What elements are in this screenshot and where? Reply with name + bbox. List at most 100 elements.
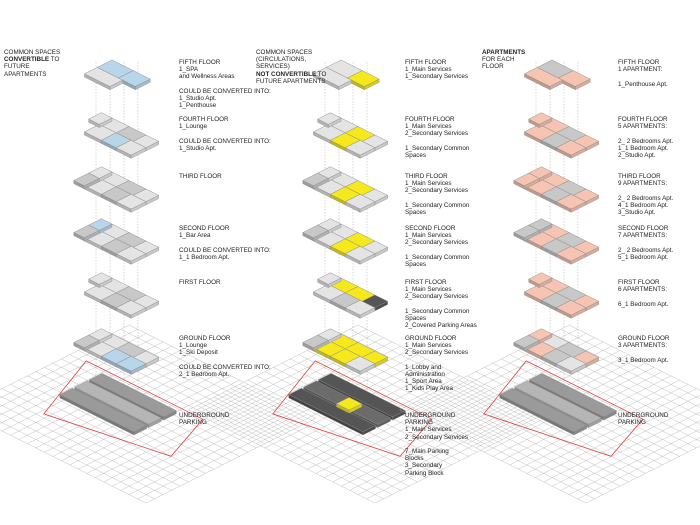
col2-site-outline — [272, 360, 433, 457]
col1-ground-line: 1_Ski Deposit — [179, 349, 218, 357]
col1-site-outline — [43, 360, 204, 457]
col3-grid-line — [441, 388, 629, 483]
col2-third-line: 1_Main Services — [405, 180, 452, 188]
col2-fourth-floor-block — [344, 140, 376, 156]
col3-fifth-line: FIFTH FLOOR — [618, 59, 660, 66]
col2-underground-line: PARKING — [405, 419, 433, 427]
col2-second-line: SECOND FLOOR — [405, 225, 456, 232]
col2-fourth-line: 2_Secondary Services — [405, 130, 469, 138]
col3-first-line: 6_1 Bedroom Apt. — [618, 300, 669, 308]
col2-first-line — [405, 301, 477, 308]
col2-header-not-convertible: NOT CONVERTIBLE — [256, 70, 317, 78]
col2-header-to: TO — [316, 70, 327, 78]
col3-grid-line — [450, 384, 638, 478]
col2-ground-line: 1_Main Services — [405, 342, 452, 350]
col2-underground-line: 1_Main Services — [405, 426, 452, 434]
col3-fifth-line — [618, 73, 668, 80]
col3-grid-line — [408, 405, 595, 499]
col3-third-line: THIRD FLOOR — [618, 173, 661, 180]
col3-grid-line — [577, 437, 700, 499]
col2-parking-block — [317, 373, 406, 418]
col1-grid-line — [78, 350, 265, 444]
col1-ground-line — [179, 357, 271, 364]
col3-fourth-line: FOURTH FLOOR — [618, 116, 668, 123]
col1-fourth-floor-block — [88, 112, 113, 125]
col2-ground-line — [405, 357, 468, 364]
col3-second-line: 7 APARTMENTS: — [618, 232, 668, 240]
col1-ground-line: 1_Lounge — [179, 342, 208, 350]
col2-fourth-line: 1_Main Services — [405, 123, 452, 131]
col2-second-floor-block — [302, 224, 329, 239]
col1-ground-floor-block — [115, 356, 147, 372]
col3-second-floor-block — [513, 224, 540, 239]
col3-fourth-line — [618, 130, 673, 137]
col2-grid-line — [213, 396, 401, 491]
col2-third-line: 1_Secondary Common — [405, 201, 470, 209]
col3-grid-line — [458, 379, 646, 474]
col1-header-line2: CONVERTIBLE TO — [4, 56, 60, 63]
col1-ground-floor-block — [73, 334, 100, 349]
col1-second-line: 1_1 Bedroom Apt. — [179, 253, 230, 261]
col1-grid-line — [0, 429, 147, 504]
col1-fourth-line — [179, 130, 271, 137]
col2-fifth-floor-block — [346, 70, 380, 87]
col3-fifth-floor-block — [523, 67, 564, 87]
col2-underground-line: 7_Main Parking — [405, 448, 449, 456]
col2-ground-floor-block — [302, 334, 329, 349]
col3-ground-floor-block — [555, 356, 587, 372]
col2-underground-line: Blocks — [405, 455, 424, 463]
col2-fifth-line: 1_Main Services — [405, 66, 452, 74]
col2-third-line: Spaces — [405, 209, 427, 217]
col2-second-line: Spaces — [405, 261, 427, 269]
col3-first-floor-block — [528, 272, 553, 285]
col2-ground-line: 1_Sport Area — [405, 378, 442, 386]
col3-header-line3: FLOOR — [482, 63, 504, 71]
col2-first-line: 1_Secondary Common — [405, 307, 470, 315]
col3-fifth-line: 1 APARTMENT: — [618, 66, 663, 74]
col2-grid-line — [298, 354, 486, 449]
col3-second-line: 2_ 2 Bedrooms Apt. — [618, 246, 674, 254]
col2-grid-line — [205, 401, 393, 495]
col1-grid-line — [18, 379, 206, 474]
col2-grid-line — [307, 350, 494, 444]
col3-first-floor-block — [555, 300, 587, 316]
col2-fourth-line: Spaces — [405, 152, 427, 160]
col2-header-line3: SERVICES) — [256, 63, 290, 71]
col1-second-line: COULD BE CONVERTED INTO: — [179, 246, 271, 254]
col1-grid-line — [1, 388, 189, 483]
col3-grid-line — [399, 409, 587, 504]
col1-fourth-line: FOURTH FLOOR — [179, 116, 229, 123]
col3-grid-line — [424, 396, 612, 491]
col3-second-line: 5_1 Bedroom Apt. — [618, 253, 669, 261]
col3-ground-line: 3_1 Bedroom Apt. — [618, 356, 669, 364]
col1-first-floor-label: FIRST FLOOR — [179, 279, 221, 286]
col2-fifth-line: FIFTH FLOOR — [405, 59, 447, 66]
col3-fifth-line: 1_Penthouse Apt. — [618, 80, 668, 88]
col3-fourth-line: 2_ 2 Bedrooms Apt. — [618, 137, 674, 145]
col2-underground-line: UNDERGROUND — [405, 412, 456, 419]
col2-ground-line: 1_Kids Play Area — [405, 385, 453, 393]
col1-parking-block — [88, 373, 177, 418]
col2-grid-line — [230, 388, 418, 483]
col2-ground-line: 2_Secondary Services — [405, 349, 469, 357]
col1-underground-line: PARKING — [179, 419, 207, 427]
col2-first-line: 2_Secondary Services — [405, 293, 469, 301]
col3-header-line1: APARTMENTS — [482, 49, 525, 56]
col3-grid-line — [433, 392, 621, 487]
col1-header-line4: APARTMENTS — [4, 70, 47, 78]
col1-grid-line — [0, 404, 172, 491]
col3-site-outline — [483, 360, 644, 457]
col2-ground-floor-block — [344, 356, 376, 372]
col2-second-line: 2_Secondary Services — [405, 239, 469, 247]
col2-header-line5: FUTURE APARTMENTS — [256, 77, 326, 85]
col3-third-line: 3_Studio Apt. — [618, 209, 656, 217]
col1-second-line — [179, 239, 271, 246]
col2-header-line4: NOT CONVERTIBLE TO — [256, 71, 326, 78]
